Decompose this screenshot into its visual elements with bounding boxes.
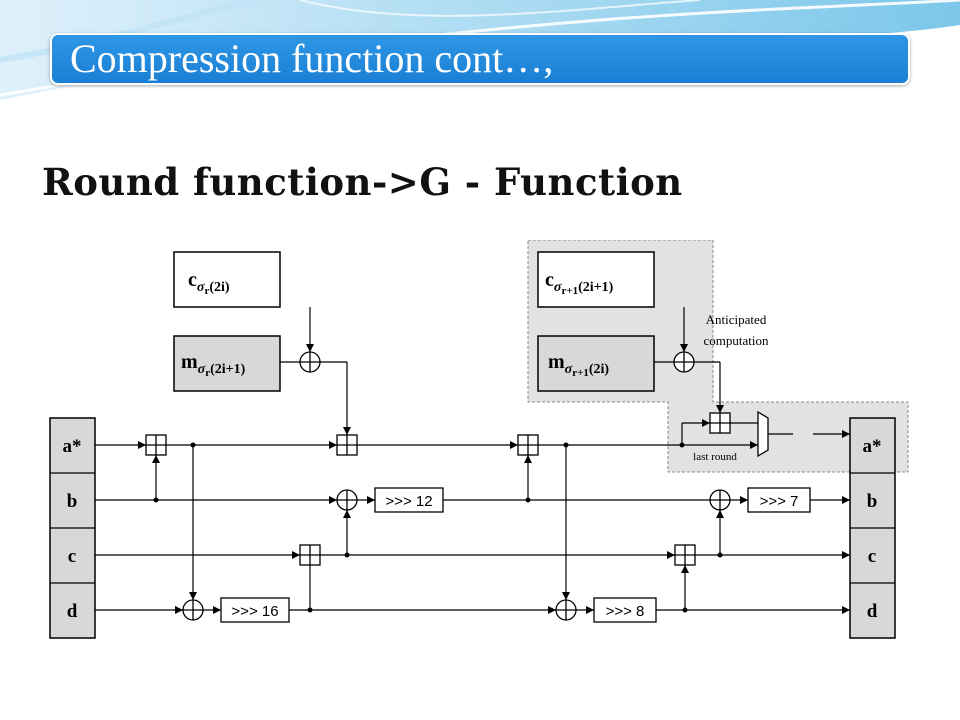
slide-subtitle: Round function->G - Function: [42, 160, 683, 204]
output-c-label: c: [868, 546, 876, 567]
svg-text:>>> 16: >>> 16: [231, 603, 278, 620]
rotation-box-8: >>> 8: [593, 597, 657, 623]
title-bar: Compression function cont…,: [50, 33, 910, 85]
rotation-box-12: >>> 12: [374, 487, 444, 513]
output-b-label: b: [867, 491, 878, 512]
modular-adders: [145, 412, 731, 566]
msg-right-arg: (2i): [589, 362, 610, 377]
adder-1: [145, 434, 167, 456]
xor-1: [299, 351, 321, 373]
svg-text:cσr(2i): cσr(2i): [188, 269, 230, 297]
xor-5: [709, 489, 731, 511]
rotation-box-7: >>> 7: [747, 487, 811, 513]
msg-right-base: m: [548, 351, 565, 373]
xor-4: [673, 351, 695, 373]
output-d-label: d: [867, 601, 878, 622]
svg-text:>>> 8: >>> 8: [606, 603, 645, 620]
message-box-left: mσr(2i+1): [173, 335, 281, 392]
svg-text:mσr(2i+1): mσr(2i+1): [181, 351, 246, 379]
svg-text:mσr+1(2i): mσr+1(2i): [548, 351, 609, 379]
xor-gates: [182, 351, 731, 621]
output-a-label: a*: [863, 436, 882, 457]
const-left-base: c: [188, 269, 197, 291]
constant-box-left: cσr(2i): [173, 251, 281, 308]
msg-left-subsub: r: [205, 367, 210, 379]
input-d-label: d: [67, 601, 78, 622]
adder-anticipated: [709, 412, 731, 434]
const-right-subsub: r+1: [561, 285, 578, 297]
adder-4: [517, 434, 539, 456]
msg-right-sub: σ: [565, 362, 573, 377]
message-box-right: mσr+1(2i): [537, 335, 655, 392]
g-function-diagram: a* b c d a* b c d cσr(2i) mσr(2i+1) cσr+…: [48, 240, 913, 640]
input-state-register: a* b c d: [49, 417, 96, 639]
svg-text:>>> 7: >>> 7: [760, 493, 799, 510]
const-left-subsub: r: [204, 285, 209, 297]
multiplexer: [757, 410, 769, 458]
msg-left-base: m: [181, 351, 198, 373]
const-right-arg: (2i+1): [578, 280, 614, 295]
adder-5: [674, 544, 696, 566]
const-right-base: c: [545, 269, 554, 291]
input-a-label: a*: [63, 436, 82, 457]
junction-dots: [153, 442, 723, 613]
output-state-register: a* b c d: [849, 417, 896, 639]
const-right-sub: σ: [554, 280, 562, 295]
rotation-box-16: >>> 16: [220, 597, 290, 623]
slide-title: Compression function cont…,: [70, 36, 554, 81]
arrow-heads: [138, 344, 850, 614]
last-round-label: last round: [693, 451, 737, 463]
anticipated-label: Anticipated: [706, 312, 767, 327]
svg-text:cσr+1(2i+1): cσr+1(2i+1): [545, 269, 614, 297]
svg-text:>>> 12: >>> 12: [385, 493, 432, 510]
xor-3: [182, 599, 204, 621]
msg-left-arg: (2i+1): [210, 362, 246, 377]
const-left-sub: σ: [197, 280, 205, 295]
computation-label: computation: [704, 333, 769, 348]
adder-2: [336, 434, 358, 456]
input-c-label: c: [68, 546, 76, 567]
constant-box-right: cσr+1(2i+1): [537, 251, 655, 308]
xor-2: [336, 489, 358, 511]
input-b-label: b: [67, 491, 78, 512]
xor-6: [555, 599, 577, 621]
const-left-arg: (2i): [209, 280, 230, 295]
adder-3: [299, 544, 321, 566]
msg-right-subsub: r+1: [572, 367, 589, 379]
msg-left-sub: σ: [198, 362, 206, 377]
